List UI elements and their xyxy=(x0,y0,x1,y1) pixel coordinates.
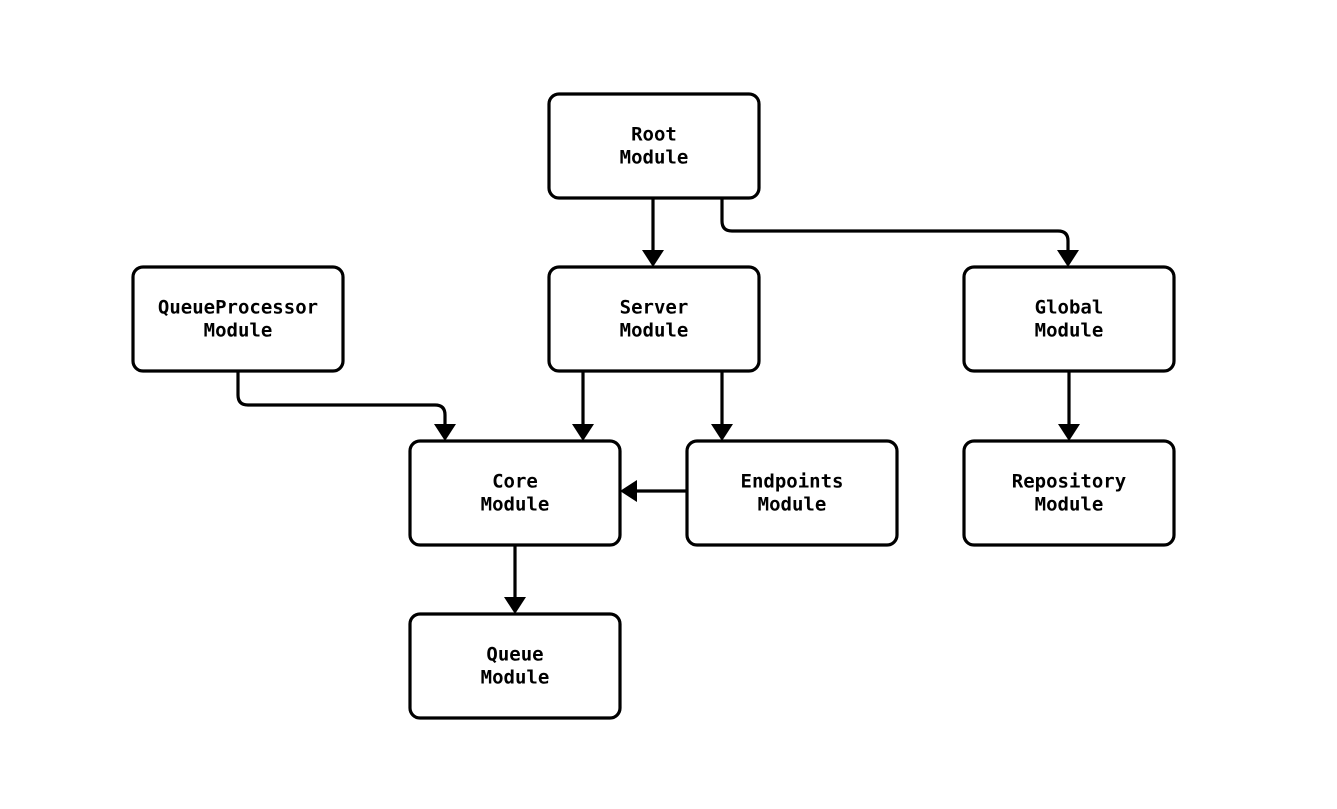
node-label-line2: Module xyxy=(758,494,827,516)
edge-global-to-repository xyxy=(1058,371,1080,441)
arrowhead-icon xyxy=(434,424,456,441)
node-label-line1: Endpoints xyxy=(741,471,844,493)
node-label-line2: Module xyxy=(481,494,550,516)
edge-server-to-core xyxy=(572,371,594,441)
edge-line xyxy=(720,198,1070,257)
edges-layer xyxy=(236,198,1080,614)
node-box[interactable] xyxy=(547,92,761,200)
node-box[interactable] xyxy=(962,439,1176,547)
node-label-line2: Module xyxy=(1035,320,1104,342)
node-box[interactable] xyxy=(547,265,761,373)
arrowhead-icon xyxy=(642,250,664,267)
arrowhead-icon xyxy=(1058,424,1080,441)
edge-root-to-server xyxy=(642,198,664,267)
arrowhead-icon xyxy=(711,424,733,441)
arrowhead-icon xyxy=(504,597,526,614)
node-label-line1: Queue xyxy=(486,644,543,666)
node-box[interactable] xyxy=(131,265,345,373)
edge-endpoints-to-core xyxy=(620,480,687,502)
node-label-line2: Module xyxy=(1035,494,1104,516)
edge-root-to-global xyxy=(720,198,1079,267)
node-box[interactable] xyxy=(685,439,899,547)
node-box[interactable] xyxy=(408,612,622,720)
node-label-line1: Core xyxy=(492,471,538,493)
node-label-line2: Module xyxy=(620,147,689,169)
edge-core-to-queue xyxy=(504,545,526,614)
node-label-line1: Root xyxy=(631,124,677,146)
arrowhead-icon xyxy=(572,424,594,441)
node-label-line1: Server xyxy=(620,297,689,319)
node-label-line2: Module xyxy=(620,320,689,342)
arrowhead-icon xyxy=(1057,250,1079,267)
node-label-line1: Repository xyxy=(1012,471,1126,493)
node-box[interactable] xyxy=(408,439,622,547)
edge-queueprocessor-to-core xyxy=(236,371,456,441)
node-label-line2: Module xyxy=(204,320,273,342)
node-label-line1: Global xyxy=(1035,297,1104,319)
nodes-layer: RootModuleQueueProcessorModuleServerModu… xyxy=(131,92,1176,720)
edge-server-to-endpoints xyxy=(711,371,733,441)
node-label-line2: Module xyxy=(481,667,550,689)
arrowhead-icon xyxy=(620,480,637,502)
node-label-line1: QueueProcessor xyxy=(158,297,318,319)
node-box[interactable] xyxy=(962,265,1176,373)
edge-line xyxy=(236,371,447,431)
